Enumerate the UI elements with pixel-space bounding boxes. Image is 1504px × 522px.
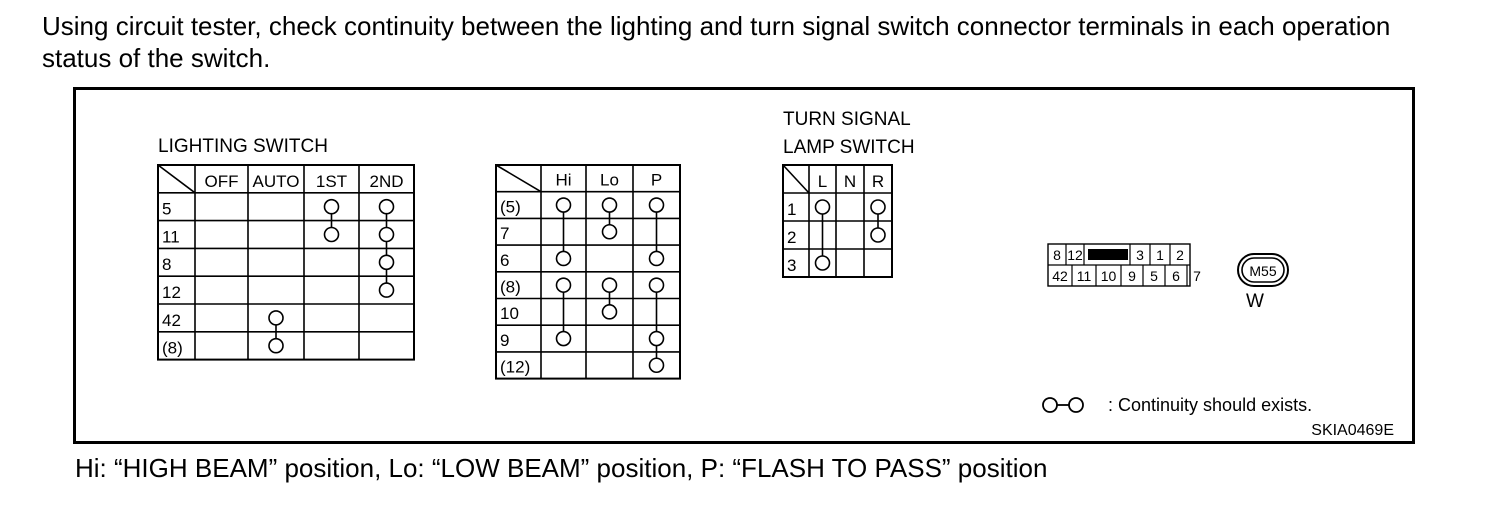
column-header: L (818, 172, 827, 191)
column-header: Hi (555, 171, 571, 190)
legend-circle-icon (1042, 397, 1058, 413)
table-corner-diagonal (157, 164, 196, 194)
connector-terminal-number: 10 (1101, 268, 1117, 284)
legend-text: : Continuity should exists. (1108, 395, 1312, 415)
lighting-switch-grid: OFF AUTO 1ST 2ND 5 11 8 12 42 (8) (157, 164, 415, 361)
legend-circle-icon (1068, 397, 1084, 413)
terminal-circle-icon (378, 282, 395, 298)
connector-terminal-number: 42 (1052, 268, 1068, 284)
terminal-circle-icon (601, 197, 618, 213)
row-label: (8) (162, 339, 183, 358)
row-label: 9 (500, 331, 509, 350)
footnote: Hi: “HIGH BEAM” position, Lo: “LOW BEAM”… (75, 453, 1048, 483)
terminal-circle-icon (814, 255, 831, 271)
connector-terminal-number: 12 (1067, 247, 1083, 263)
turn-signal-title-line1: TURN SIGNAL (783, 109, 911, 130)
table-corner-diagonal (495, 164, 542, 193)
legend: : Continuity should exists. (1042, 395, 1312, 415)
terminal-circle-icon (268, 310, 284, 326)
row-label: 7 (500, 224, 509, 243)
terminal-circle-icon (378, 254, 395, 271)
terminal-circle-icon (378, 226, 395, 243)
column-header: Lo (600, 171, 619, 190)
row-label: 6 (500, 251, 509, 270)
connector-terminal-number: 8 (1053, 247, 1061, 263)
connector-terminal-number: 6 (1172, 268, 1180, 284)
turn-signal-title-line2: LAMP SWITCH (783, 137, 915, 158)
terminal-circle-icon (268, 337, 284, 354)
connector-color-label: W (1246, 291, 1264, 312)
terminal-circle-icon (601, 277, 618, 293)
terminal-circle-icon (323, 198, 340, 215)
row-label: (5) (500, 197, 521, 216)
connector-terminal-number: 1 (1156, 247, 1164, 263)
terminal-circle-icon (555, 197, 572, 213)
terminal-circle-icon (648, 250, 665, 267)
terminal-circle-icon (648, 277, 665, 293)
beam-switch-grid: Hi Lo P (5) 7 6 (8) 10 9 (12) (495, 164, 681, 380)
column-header: OFF (205, 172, 239, 191)
row-label: 10 (500, 304, 519, 323)
beam-switch-table: Hi Lo P (5) 7 6 (8) 10 9 (12) (495, 164, 681, 380)
terminal-circle-icon (555, 330, 572, 347)
terminal-circle-icon (648, 357, 665, 374)
table-border (157, 164, 415, 361)
connector-terminal-number: 2 (1176, 247, 1184, 263)
row-label: (8) (500, 278, 521, 297)
row-label: 5 (162, 200, 171, 219)
row-label: 11 (162, 227, 180, 246)
connector-terminal-number: 9 (1128, 268, 1136, 284)
terminal-circle-icon (555, 250, 572, 267)
table-corner-diagonal (782, 164, 810, 194)
terminal-circle-icon (814, 199, 831, 215)
terminal-circle-icon (323, 226, 340, 243)
terminal-circle-icon (870, 227, 886, 243)
connector-blank-cavity (1088, 249, 1128, 260)
connector-badge: M55 (1237, 253, 1289, 287)
terminal-circle-icon (870, 199, 886, 215)
row-label: 2 (787, 228, 796, 247)
terminal-circle-icon (601, 304, 618, 320)
terminal-circle-icon (378, 198, 395, 215)
connector-terminal-number: 11 (1077, 268, 1092, 284)
intro-text: Using circuit tester, check continuity b… (42, 11, 1391, 73)
connector-terminal-number: 5 (1150, 268, 1158, 284)
lighting-switch-title: LIGHTING SWITCH (158, 136, 328, 157)
figure-code: SKIA0469E (1311, 422, 1394, 439)
connector-badge-label: M55 (1249, 263, 1276, 279)
column-header: P (651, 171, 662, 190)
column-header: 2ND (369, 172, 403, 191)
terminal-circle-icon (555, 277, 572, 293)
terminal-circle-icon (601, 223, 618, 240)
row-label: 8 (162, 255, 171, 274)
row-label: 12 (162, 283, 181, 302)
row-label: 42 (162, 311, 181, 330)
row-label: 3 (787, 256, 796, 275)
column-header: R (872, 172, 884, 191)
row-label: 1 (787, 200, 796, 219)
lighting-switch-table: LIGHTING SWITCH OFF AUTO 1ST 2ND 5 11 8 12 42 (8) (157, 136, 415, 361)
column-header: AUTO (253, 172, 300, 191)
column-header: 1ST (316, 172, 347, 191)
terminal-circle-icon (648, 330, 665, 347)
column-header: N (844, 172, 856, 191)
connector-terminal-number: 3 (1136, 247, 1144, 263)
row-label: (12) (500, 358, 530, 377)
connector-terminal-number: 7 (1193, 268, 1201, 284)
terminal-circle-icon (648, 197, 665, 213)
